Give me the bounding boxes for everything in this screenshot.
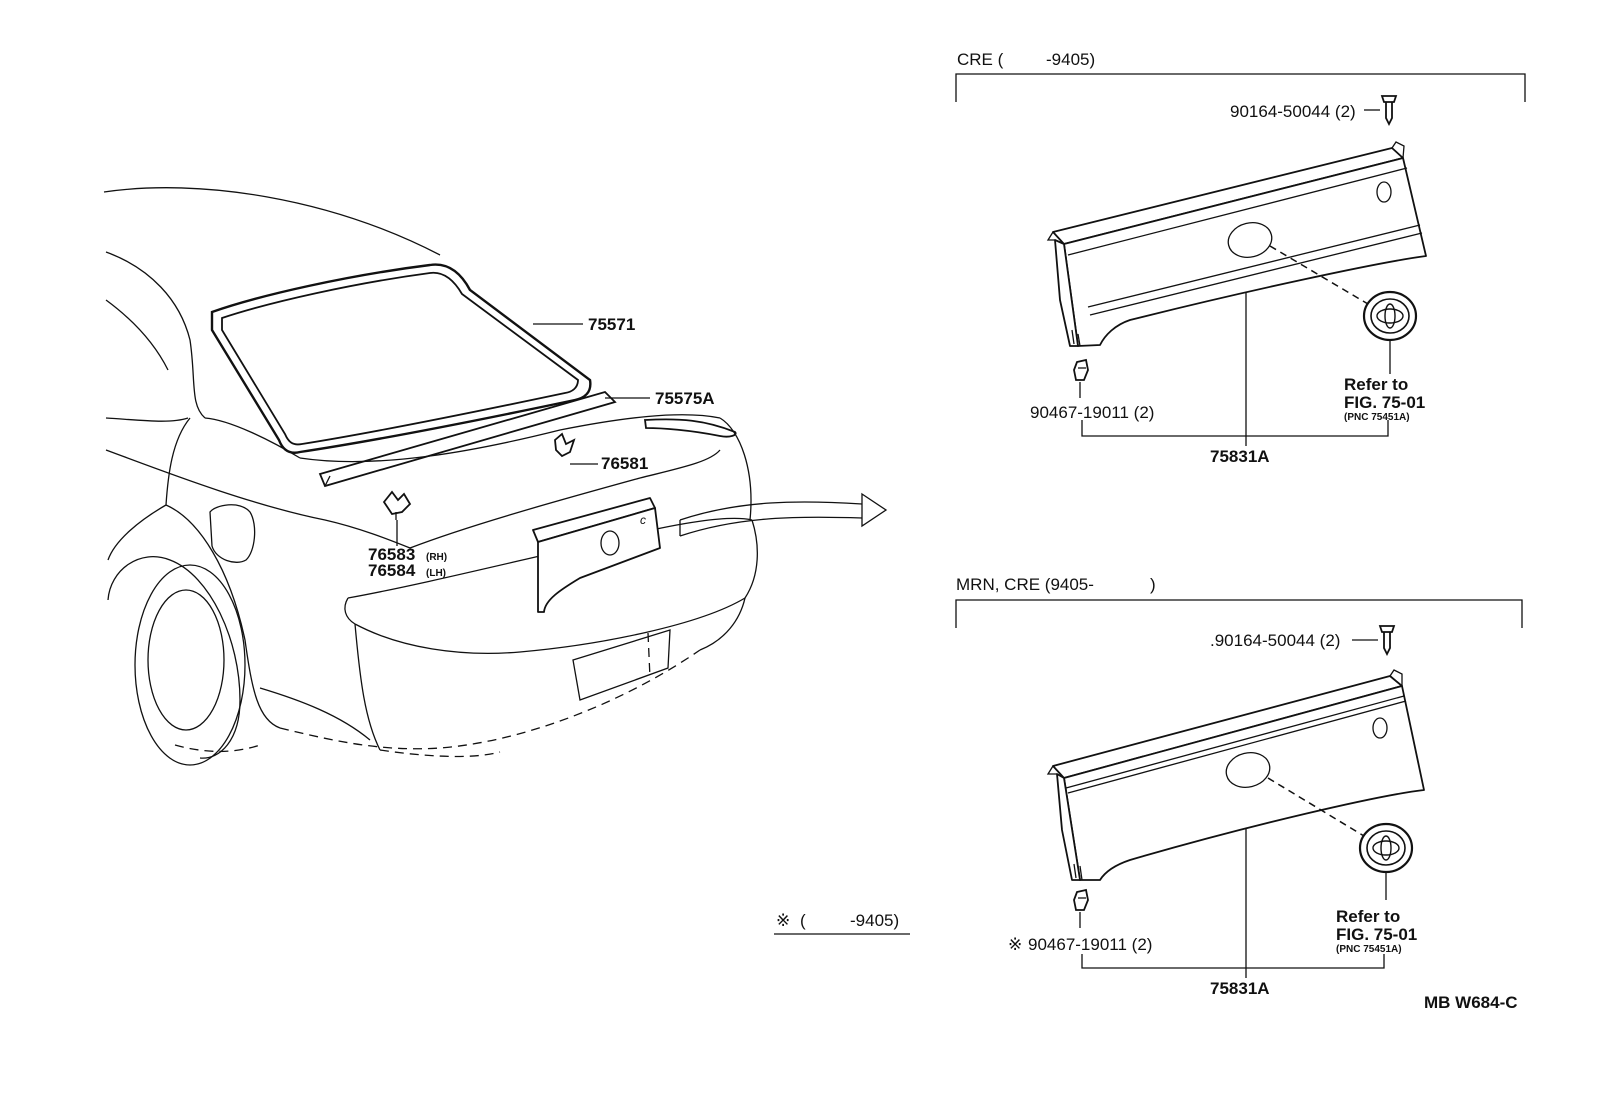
part-number-76583: 76583 [368, 545, 415, 564]
top-clip-label: 90467-19011 (2) [1030, 403, 1154, 422]
part-number-76581: 76581 [601, 454, 648, 473]
top-refer-line2: FIG. 75-01 [1344, 393, 1425, 412]
top-refer-line1: Refer to [1344, 375, 1408, 394]
top-section-header: CRE ( [957, 50, 1004, 69]
screw-icon [1380, 95, 1398, 127]
bottom-clip-label: 90467-19011 (2) [1028, 935, 1152, 954]
bottom-refer-line1: Refer to [1336, 907, 1400, 926]
bottom-section-header: MRN, CRE (9405- [956, 575, 1094, 594]
rear-window-moulding [210, 263, 592, 454]
top-screw-label: 90164-50044 (2) [1230, 102, 1356, 121]
rear-window-lower-strip [318, 390, 617, 488]
bottom-section: MRN, CRE (9405- ) .90164-50044 (2) [955, 575, 1523, 998]
top-section-range: -9405) [1046, 50, 1095, 69]
toyota-emblem-icon-bottom [1358, 822, 1414, 874]
toyota-emblem-icon [1362, 290, 1418, 342]
push-clip-icon [1073, 358, 1089, 381]
bottom-assembly-number: 75831A [1210, 979, 1270, 998]
clip-icon-76583 [382, 490, 412, 520]
footnote: ※ ( -9405) [774, 911, 910, 935]
part-number-75575a: 75575A [655, 389, 715, 408]
drawing-code: MB W684-C [1424, 993, 1518, 1012]
part-side-lh: (LH) [426, 568, 446, 579]
push-clip-icon-bottom [1073, 888, 1089, 911]
top-section: CRE ( -9405) 90164-50044 (2) [955, 50, 1526, 466]
bottom-garnish-panel [1046, 669, 1425, 881]
part-side-rh: (RH) [426, 552, 447, 563]
top-assembly-number: 75831A [1210, 447, 1270, 466]
car-leader-lines [396, 323, 650, 546]
part-number-76584: 76584 [368, 561, 416, 580]
top-refer-line3: (PNC 75451A) [1344, 412, 1410, 423]
screw-icon-bottom [1378, 625, 1396, 657]
top-garnish-panel [1046, 141, 1427, 347]
trunk-badge-mark: c [640, 513, 646, 527]
footnote-symbol: ※ [776, 911, 790, 930]
detail-arrow [679, 492, 888, 537]
footnote-open: ( [800, 911, 806, 930]
footnote-range: -9405) [850, 911, 899, 930]
trunk-garnish-panel: c [532, 497, 661, 613]
part-number-75571: 75571 [588, 315, 635, 334]
clip-icon-76581 [554, 432, 576, 458]
bottom-screw-label: .90164-50044 (2) [1210, 631, 1340, 650]
bottom-refer-line2: FIG. 75-01 [1336, 925, 1417, 944]
car-body-outline [103, 187, 758, 766]
bottom-clip-mark: ※ [1008, 935, 1022, 954]
bottom-refer-line3: (PNC 75451A) [1336, 944, 1402, 955]
bottom-section-close: ) [1150, 575, 1156, 594]
